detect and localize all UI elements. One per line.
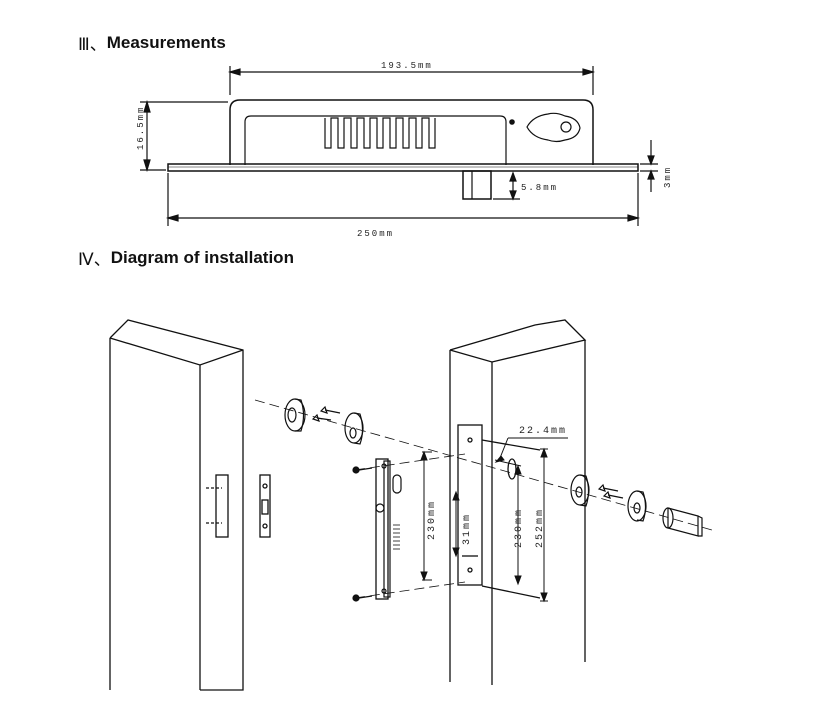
dimension-label-plate-length: 230mm bbox=[514, 508, 525, 548]
mount-screw-bottom bbox=[352, 594, 373, 602]
screw-pair-right bbox=[597, 483, 624, 499]
dimension-body-width: 193.5mm bbox=[227, 61, 596, 95]
dimension-label-bolt-offset: 31mm bbox=[462, 513, 473, 545]
dimension-plate-length: 250mm bbox=[165, 173, 641, 239]
dimension-plate-thickness: 3mm bbox=[640, 140, 673, 192]
mortise-cutout bbox=[457, 424, 483, 586]
dimension-label: 16.5mm bbox=[136, 106, 146, 150]
door-leaf-right bbox=[449, 319, 587, 685]
keyhole-icon bbox=[526, 112, 581, 143]
vent-slots bbox=[324, 117, 436, 149]
dimension-label: 3mm bbox=[663, 166, 673, 188]
section-heading-installation: Ⅳ、 Diagram of installation bbox=[78, 245, 294, 270]
section-numeral: Ⅲ、 bbox=[78, 35, 107, 54]
rosette-left-inner bbox=[344, 412, 364, 445]
strike-mortise bbox=[215, 474, 229, 538]
section-numeral: Ⅳ、 bbox=[78, 250, 111, 269]
lock-side-profile: 193.5mm 16.5mm 3mm 5.8mm bbox=[136, 61, 673, 239]
section-title: Diagram of installation bbox=[110, 247, 294, 267]
section-title: Measurements bbox=[106, 32, 226, 52]
dimension-label-hole-width: 22.4mm bbox=[519, 426, 567, 437]
install-dimension-lines bbox=[420, 437, 568, 603]
section-heading-measurements: Ⅲ、 Measurements bbox=[78, 30, 226, 55]
latch-bolt bbox=[462, 170, 492, 200]
key-cylinder bbox=[662, 507, 703, 537]
rosette-left bbox=[284, 398, 306, 432]
rosette-right bbox=[570, 474, 590, 507]
bolt-hole bbox=[507, 458, 517, 480]
base-plate bbox=[167, 163, 639, 172]
dimension-bolt-depth: 5.8mm bbox=[493, 171, 558, 201]
mortise-lock-body bbox=[375, 458, 402, 600]
dimension-label-total-length: 252mm bbox=[535, 508, 546, 548]
dimension-body-height: 16.5mm bbox=[136, 99, 228, 173]
screw-pair-left bbox=[311, 405, 341, 422]
dimension-label: 5.8mm bbox=[521, 183, 558, 193]
dimension-label: 250mm bbox=[357, 229, 394, 239]
dimension-label-mortise-length: 230mm bbox=[427, 500, 438, 540]
dimension-label: 193.5mm bbox=[381, 61, 433, 71]
strike-plate bbox=[259, 474, 271, 538]
mount-screw-top bbox=[352, 466, 373, 474]
door-frame-left bbox=[109, 319, 271, 691]
rosette-right-outer bbox=[627, 490, 647, 522]
assembly-axis-lines bbox=[254, 399, 713, 599]
